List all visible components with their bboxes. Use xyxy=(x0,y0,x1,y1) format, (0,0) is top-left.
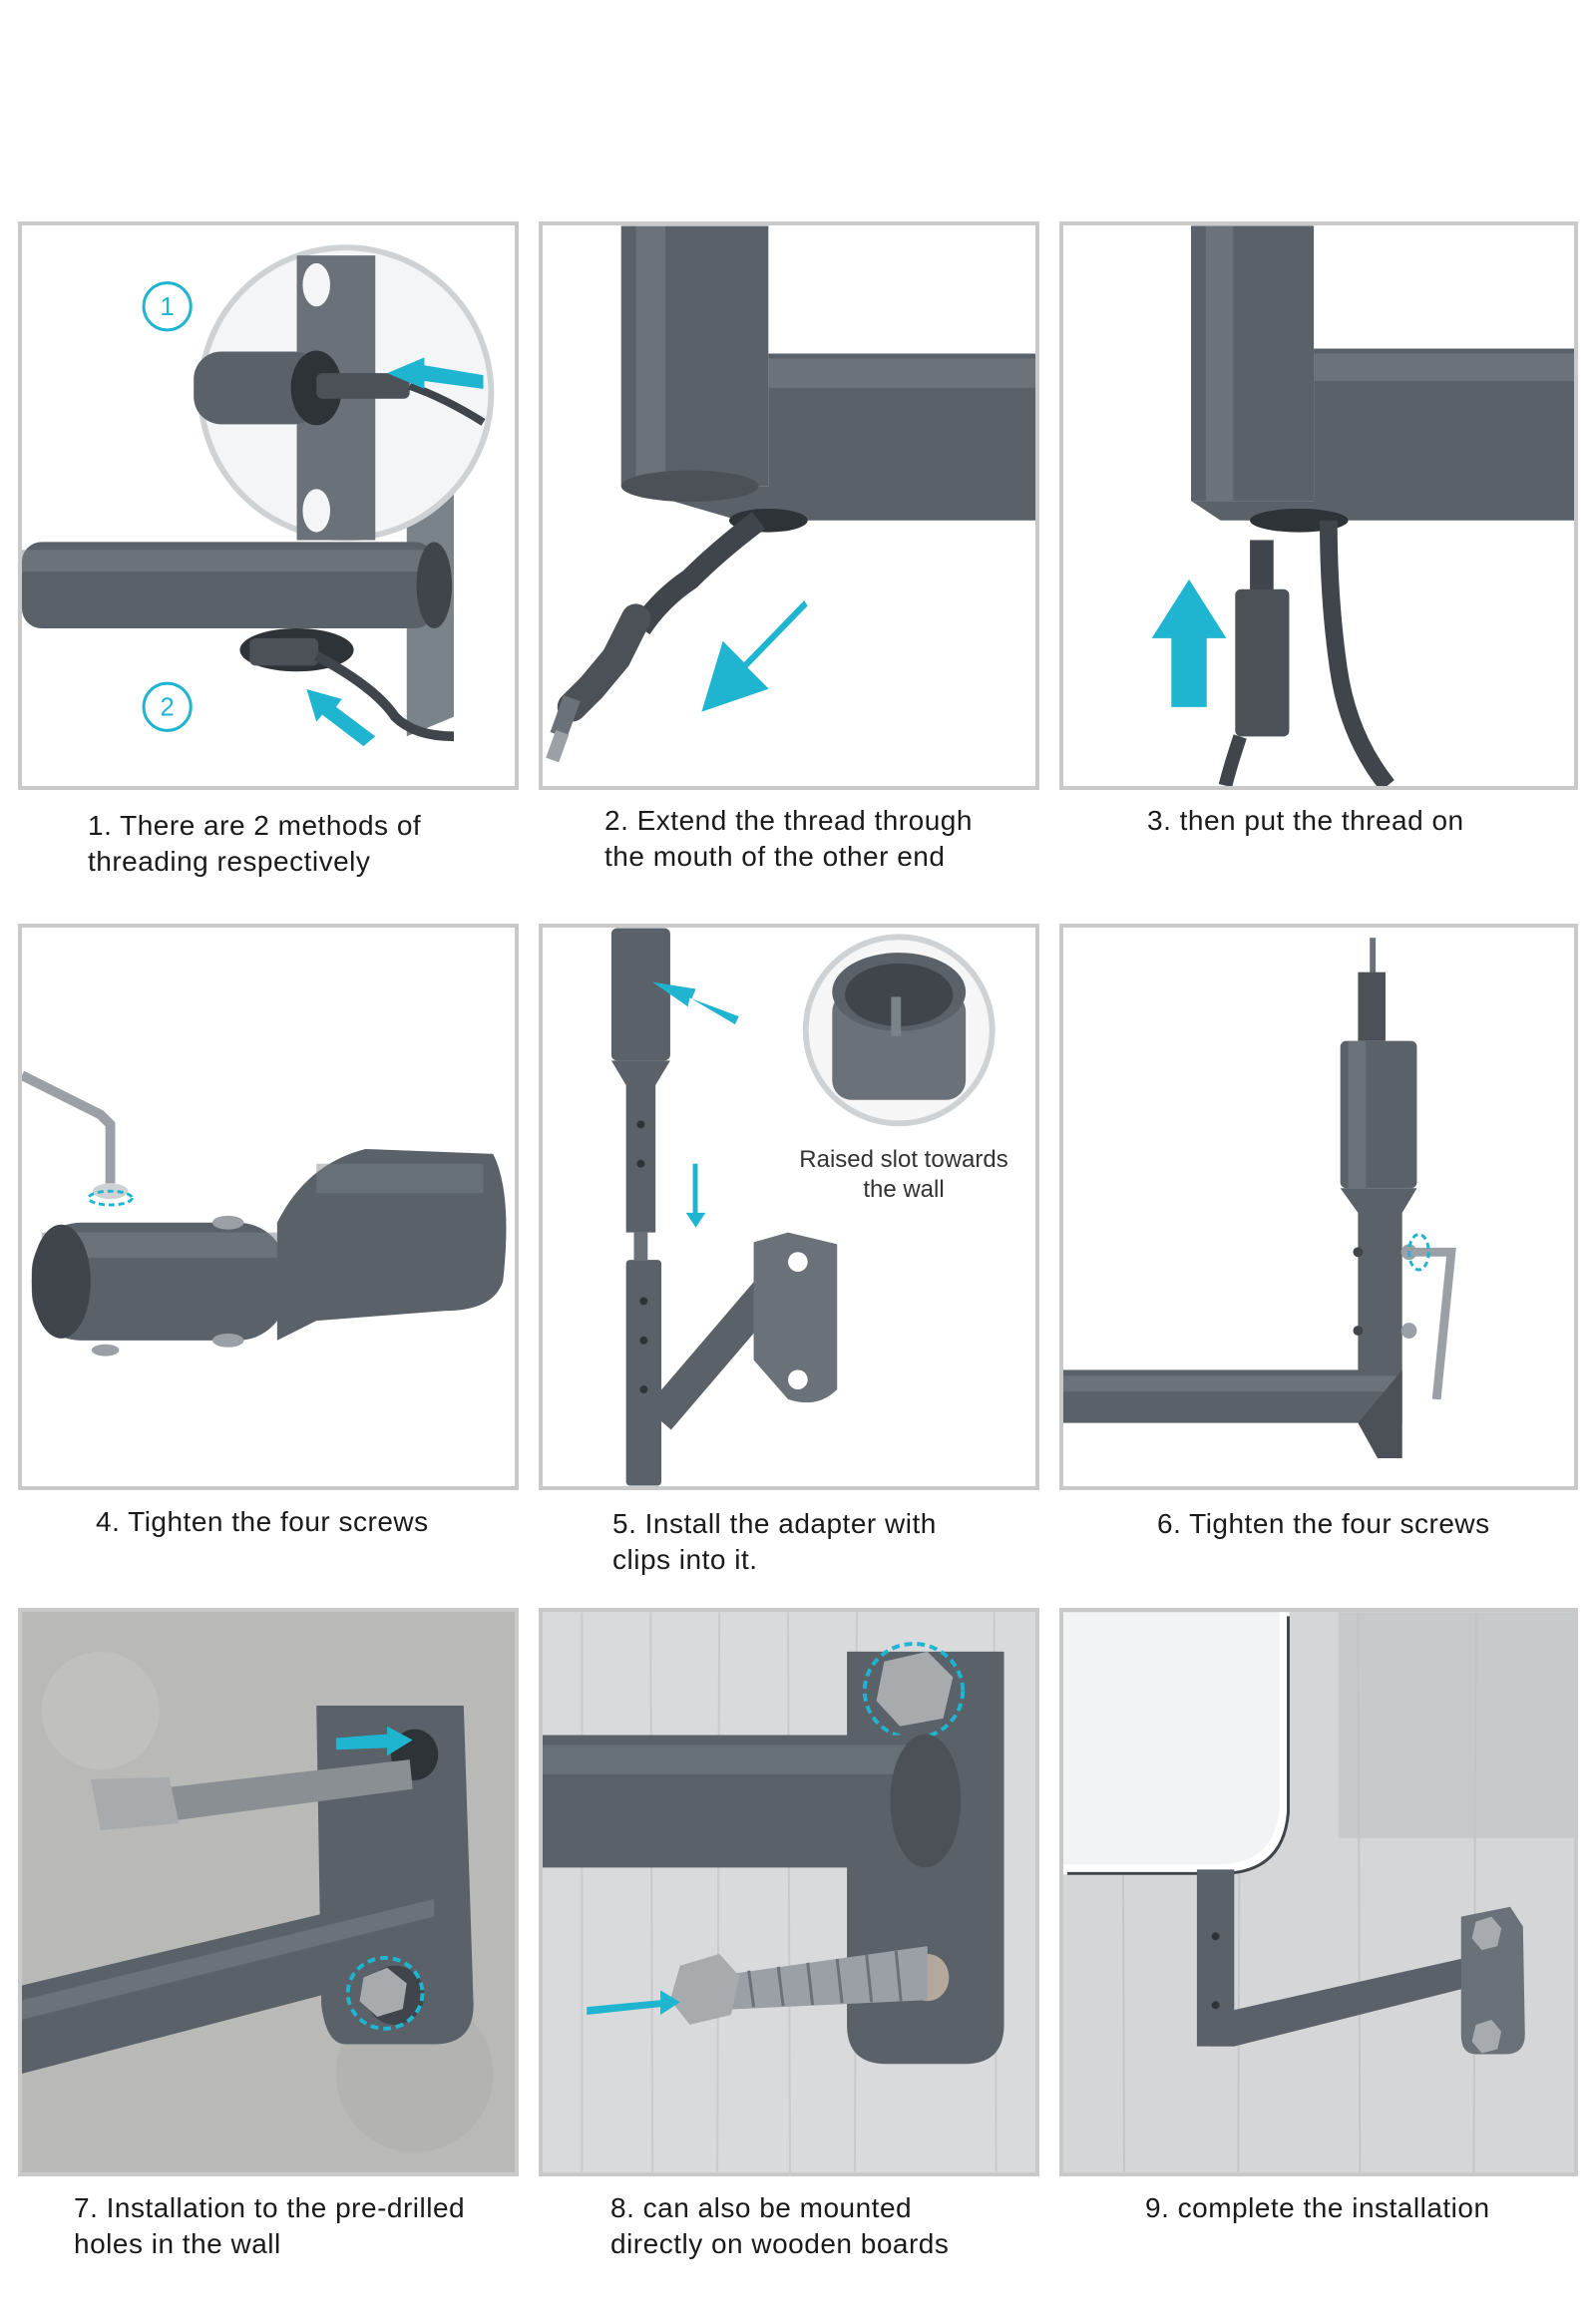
step-9-illustration xyxy=(1063,1612,1574,2172)
step-3-caption: 3. then put the thread on xyxy=(1147,805,1464,836)
step-7-panel xyxy=(18,1608,519,2176)
step-1-panel: 1 2 xyxy=(18,221,519,790)
step-5-caption: 5. Install the adapter with clips into i… xyxy=(612,1508,937,1575)
step-9-caption: 9. complete the installation xyxy=(1145,2192,1490,2223)
step-8-panel xyxy=(539,1608,1039,2176)
step-3-illustration xyxy=(1151,225,1574,786)
step-2-illustration xyxy=(546,225,1035,763)
step-8-caption: 8. can also be mounted directly on woode… xyxy=(610,2192,950,2259)
step-3-panel xyxy=(1059,221,1578,790)
step-4-illustration xyxy=(22,1070,507,1356)
step-5-note: Raised slot towards the wall xyxy=(799,1146,1008,1203)
step-8-illustration xyxy=(543,1612,1035,2172)
step-1-caption: 1. There are 2 methods of threading resp… xyxy=(88,810,422,877)
step-2-panel xyxy=(539,221,1039,790)
step-4-caption: 4. Tighten the four screws xyxy=(96,1506,429,1537)
step-4-panel xyxy=(18,924,519,1490)
step-6-caption: 6. Tighten the four screws xyxy=(1157,1508,1490,1539)
step-9-panel xyxy=(1059,1608,1578,2176)
step-5-illustration xyxy=(610,928,996,1486)
step-5-panel xyxy=(539,924,1039,1490)
step-2-caption: 2. Extend the thread through the mouth o… xyxy=(604,805,973,872)
step-7-illustration xyxy=(22,1612,515,2172)
step-1-illustration: 1 2 xyxy=(22,244,495,747)
step-7-caption: 7. Installation to the pre-drilled holes… xyxy=(74,2192,466,2259)
step-6-panel xyxy=(1059,924,1578,1490)
marker-2: 2 xyxy=(161,694,175,722)
step-6-illustration xyxy=(1063,938,1456,1459)
marker-1: 1 xyxy=(161,293,175,321)
